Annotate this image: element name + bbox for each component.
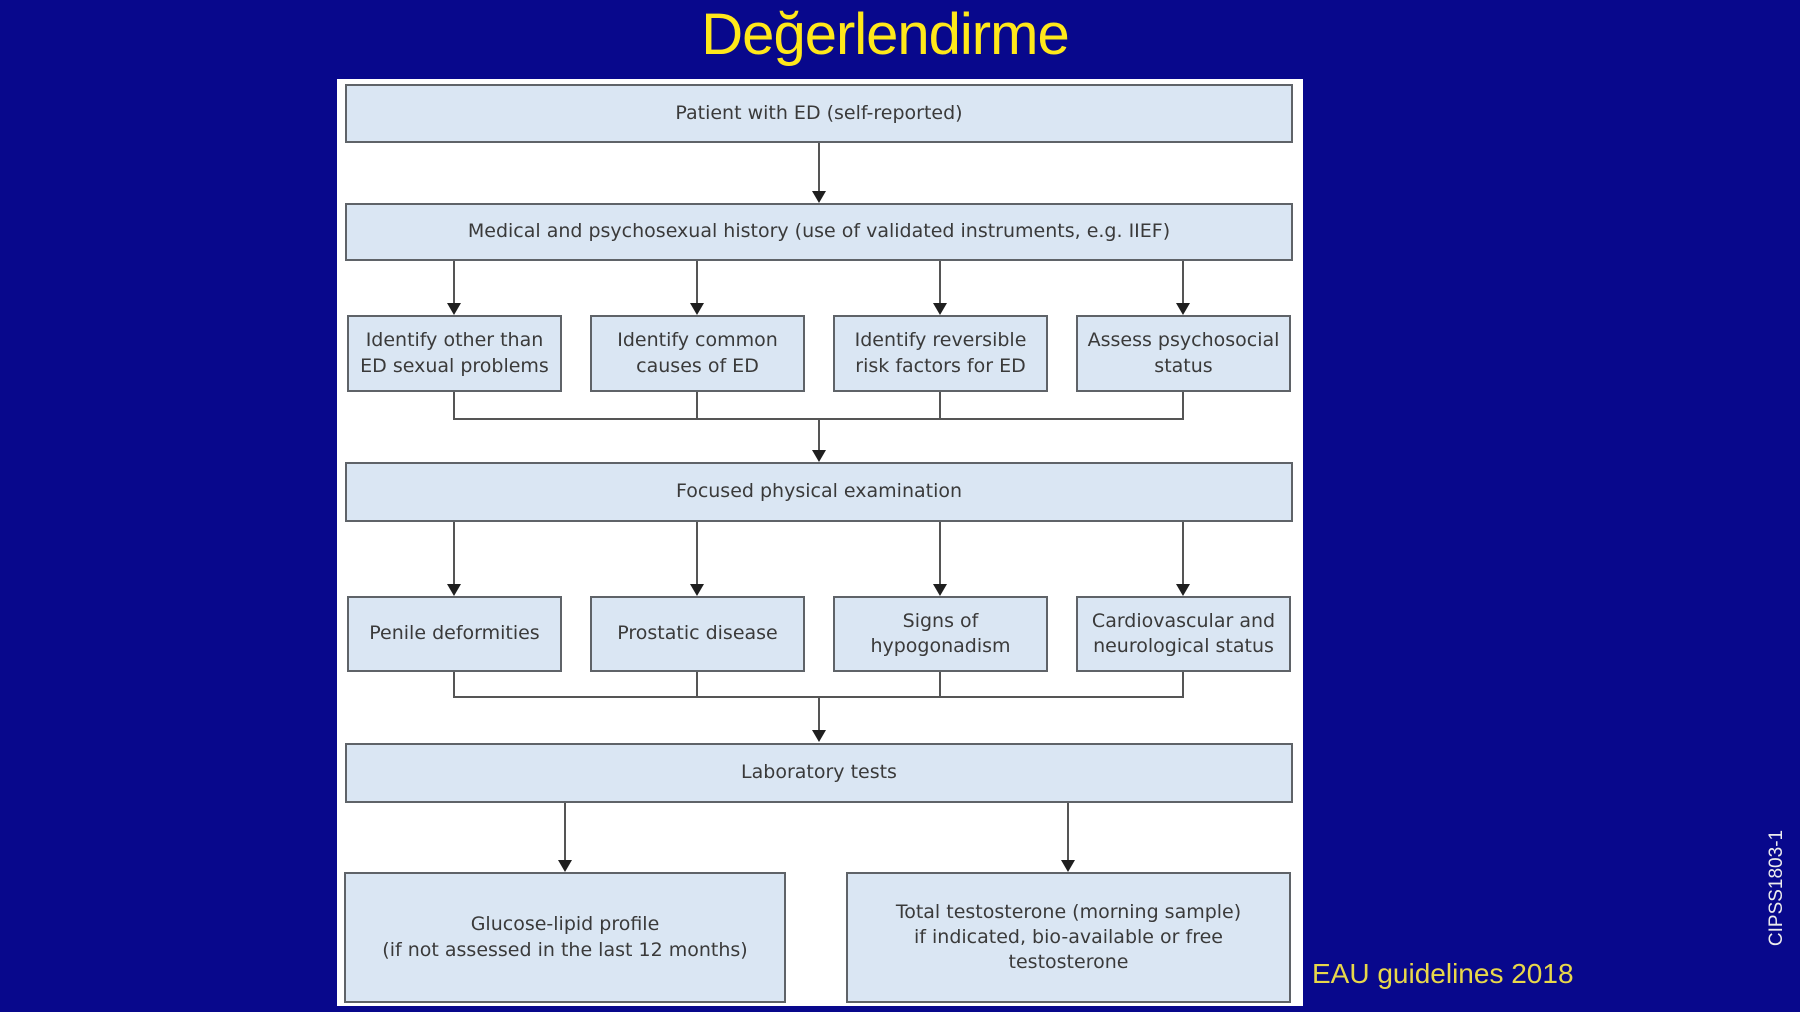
connector-merge1-stem (818, 419, 820, 450)
connector-fan1-b (696, 261, 698, 303)
connector-l1-l2 (818, 143, 820, 191)
connector-merge2-b (696, 672, 698, 697)
flow-box-glucose: Glucose-lipid profile (if not assessed i… (344, 872, 786, 1003)
connector-merge2-d (1182, 672, 1184, 697)
flow-box-assess-psychosocial: Assess psychosocial status (1076, 315, 1291, 392)
arrowhead-lab-tests (812, 730, 826, 742)
connector-fan2-b (696, 522, 698, 584)
flow-box-prostatic: Prostatic disease (590, 596, 805, 672)
connector-drop-testosterone (1067, 803, 1069, 860)
arrowhead-assess-psychosocial (1176, 303, 1190, 315)
flow-box-identify-other: Identify other than ED sexual problems (347, 315, 562, 392)
credit-text: EAU guidelines 2018 (1312, 958, 1574, 989)
connector-merge2-c (939, 672, 941, 697)
flow-box-physical-exam: Focused physical examination (345, 462, 1293, 522)
connector-fan1-a (453, 261, 455, 303)
connector-fan1-d (1182, 261, 1184, 303)
arrowhead-penile (447, 584, 461, 596)
connector-merge1-a (453, 392, 455, 419)
flow-box-identify-common: Identify common causes of ED (590, 315, 805, 392)
arrowhead-testosterone (1061, 860, 1075, 872)
arrowhead-physical-exam (812, 450, 826, 462)
connector-fan1-c (939, 261, 941, 303)
arrowhead-cardio (1176, 584, 1190, 596)
connector-fan2-d (1182, 522, 1184, 584)
flow-box-lab-tests: Laboratory tests (345, 743, 1293, 803)
arrowhead-hypogonadism (933, 584, 947, 596)
flow-box-penile: Penile deformities (347, 596, 562, 672)
connector-merge1-c (939, 392, 941, 419)
flow-box-testosterone: Total testosterone (morning sample) if i… (846, 872, 1291, 1003)
connector-fan2-a (453, 522, 455, 584)
arrowhead-glucose (558, 860, 572, 872)
arrowhead-identify-other (447, 303, 461, 315)
flow-box-identify-reversible: Identify reversible risk factors for ED (833, 315, 1048, 392)
arrowhead-l2 (812, 191, 826, 203)
flow-box-history: Medical and psychosexual history (use of… (345, 203, 1293, 261)
arrowhead-prostatic (690, 584, 704, 596)
page-title: Değerlendirme (701, 2, 1069, 67)
connector-merge1-d (1182, 392, 1184, 419)
arrowhead-identify-common (690, 303, 704, 315)
connector-merge2-a (453, 672, 455, 697)
connector-fan2-c (939, 522, 941, 584)
flow-box-cardio: Cardiovascular and neurological status (1076, 596, 1291, 672)
flow-box-hypogonadism: Signs of hypogonadism (833, 596, 1048, 672)
arrowhead-identify-reversible (933, 303, 947, 315)
slide-code-text: CIPSS1803-1 (1766, 829, 1787, 947)
flow-box-patient-ed: Patient with ED (self-reported) (345, 84, 1293, 143)
connector-drop-glucose (564, 803, 566, 860)
connector-merge1-b (696, 392, 698, 419)
connector-merge2-stem (818, 697, 820, 730)
